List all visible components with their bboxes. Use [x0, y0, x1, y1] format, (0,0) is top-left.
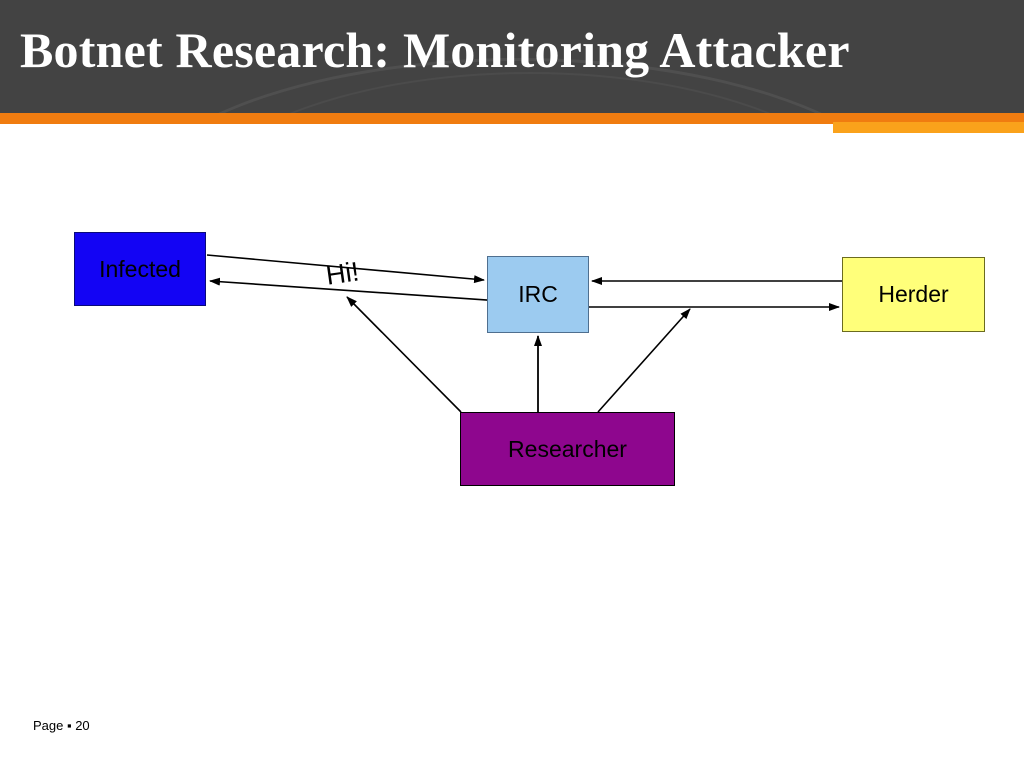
node-researcher[interactable]: Researcher: [460, 412, 675, 486]
node-herder[interactable]: Herder: [842, 257, 985, 332]
edge-infected-to-irc: [206, 254, 485, 284]
node-infected[interactable]: Infected: [74, 232, 206, 306]
node-irc-label: IRC: [518, 281, 558, 307]
node-irc[interactable]: IRC: [487, 256, 589, 333]
page-title: Botnet Research: Monitoring Attacker: [20, 22, 850, 78]
edge-researcher-to-irc-herder-link: [597, 308, 691, 413]
page-number-footer: Page ▪ 20: [33, 718, 90, 733]
node-infected-label: Infected: [99, 255, 181, 282]
edge-researcher-to-conversation: [346, 296, 462, 413]
node-herder-label: Herder: [878, 281, 949, 307]
edge-label-hi: Hi!: [324, 256, 361, 291]
header-accent-rule-tail-top: [833, 113, 1024, 122]
slide-header: Botnet Research: Monitoring Attacker: [0, 0, 1024, 113]
header-accent-rule: [0, 113, 1024, 124]
node-researcher-label: Researcher: [508, 435, 627, 462]
